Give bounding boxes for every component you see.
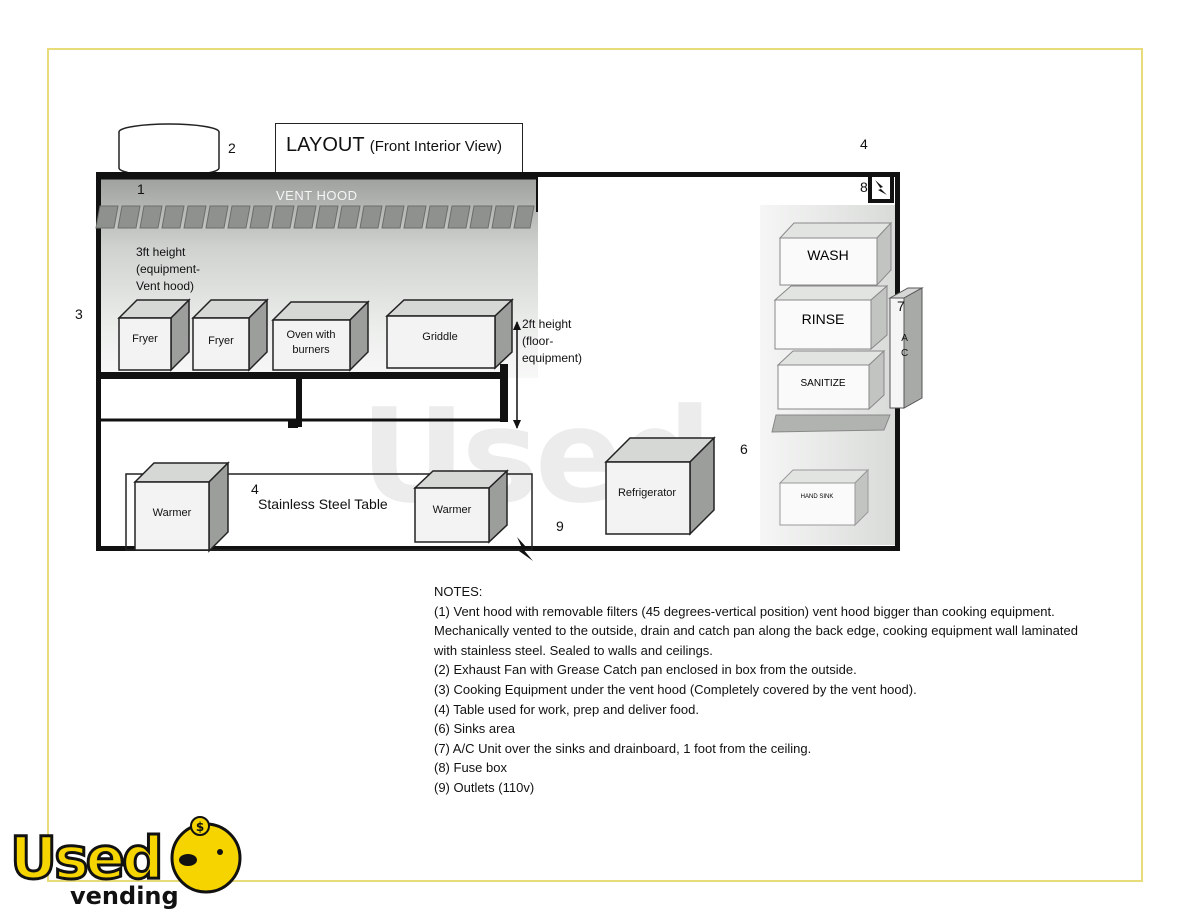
vent-hood-filters bbox=[95, 205, 535, 229]
label-number-4-top: 4 bbox=[860, 136, 868, 152]
logo-vending-text: vending bbox=[70, 882, 179, 910]
label-number-9: 9 bbox=[556, 518, 564, 534]
note-line: (6) Sinks area bbox=[434, 721, 515, 737]
note-line: (4) Table used for work, prep and delive… bbox=[434, 701, 699, 717]
label-number-7: 7 bbox=[897, 298, 905, 314]
warmer-2-label: Warmer bbox=[433, 504, 472, 516]
title-sub: (Front Interior View) bbox=[369, 138, 503, 155]
sanitize-sink: SANITIZE bbox=[776, 349, 886, 411]
warmer-1-label: Warmer bbox=[153, 507, 192, 519]
height-3ft-line-2: (equipment- bbox=[136, 262, 201, 276]
title-main: LAYOUT bbox=[286, 134, 365, 156]
note-line: (8) Fuse box bbox=[434, 760, 507, 776]
label-number-6: 6 bbox=[740, 441, 748, 457]
fryer-1: Fryer bbox=[117, 298, 191, 372]
height-2ft-label: 2ft height (floor- equipment) bbox=[522, 316, 582, 367]
warmer-2: Warmer bbox=[413, 469, 509, 544]
wash-sink: WASH bbox=[778, 221, 893, 287]
label-number-1: 1 bbox=[137, 181, 145, 197]
notes-heading: NOTES: bbox=[434, 584, 483, 599]
fryer-2-label: Fryer bbox=[208, 335, 234, 347]
label-number-4-table: 4 bbox=[251, 481, 259, 497]
note-line: (3) Cooking Equipment under the vent hoo… bbox=[434, 681, 917, 697]
stainless-table-label: Stainless Steel Table bbox=[258, 496, 388, 512]
ac-unit bbox=[888, 287, 924, 409]
griddle: Griddle bbox=[385, 298, 514, 370]
refrigerator-label: Refrigerator bbox=[618, 487, 676, 499]
vent-hood-label: VENT HOOD bbox=[276, 188, 358, 203]
exhaust-fan-cylinder bbox=[118, 123, 220, 177]
label-number-3: 3 bbox=[75, 306, 83, 322]
note-line: (9) Outlets (110v) bbox=[434, 779, 535, 795]
note-line: Mechanically vented to the outside, drai… bbox=[434, 623, 1078, 639]
ac-letter-c: C bbox=[901, 348, 909, 359]
ac-letter-a: A bbox=[901, 333, 908, 344]
label-number-8: 8 bbox=[860, 179, 868, 195]
hand-sink: HAND SINK bbox=[778, 468, 870, 527]
layout-title: LAYOUT (Front Interior View) bbox=[286, 134, 502, 157]
height-2ft-line-3: equipment) bbox=[522, 351, 583, 365]
refrigerator: Refrigerator bbox=[604, 436, 716, 536]
oven-with-burners: Oven with burners bbox=[271, 300, 370, 372]
height-3ft-line-1: 3ft height bbox=[136, 245, 186, 259]
griddle-label: Griddle bbox=[422, 331, 457, 343]
note-line: (2) Exhaust Fan with Grease Catch pan en… bbox=[434, 662, 857, 678]
rinse-label: RINSE bbox=[802, 311, 845, 327]
page-frame bbox=[47, 48, 1143, 882]
height-2ft-line-2: (floor- bbox=[522, 334, 554, 348]
used-vending-logo: $ Used vending bbox=[9, 816, 242, 910]
oven-label-line-2: burners bbox=[292, 344, 330, 356]
warmer-1: Warmer bbox=[133, 461, 230, 553]
sanitize-label: SANITIZE bbox=[800, 378, 845, 389]
logo-used-text: Used bbox=[10, 824, 160, 892]
outlet-bolt-icon bbox=[517, 537, 533, 561]
stainless-table-outline bbox=[125, 473, 533, 551]
height-3ft-line-3: Vent hood) bbox=[136, 279, 195, 293]
rinse-sink: RINSE bbox=[773, 284, 889, 351]
fryer-1-label: Fryer bbox=[132, 333, 158, 345]
height-3ft-label: 3ft height (equipment- Vent hood) bbox=[136, 244, 200, 295]
ac-label: A C bbox=[901, 331, 908, 361]
note-line: (7) A/C Unit over the sinks and drainboa… bbox=[434, 740, 812, 756]
oven-label-line-1: Oven with bbox=[287, 329, 336, 341]
label-number-2: 2 bbox=[228, 140, 236, 156]
drainboard bbox=[771, 414, 891, 433]
fryer-2: Fryer bbox=[191, 298, 269, 372]
notes-section: NOTES: (1) Vent hood with removable filt… bbox=[434, 582, 1134, 798]
height-2ft-line-1: 2ft height bbox=[522, 317, 572, 331]
fuse-box bbox=[868, 173, 894, 203]
note-line: with stainless steel. Sealed to walls an… bbox=[434, 642, 713, 658]
fuse-bolt-icon bbox=[875, 180, 887, 195]
hand-sink-label: HAND SINK bbox=[801, 494, 834, 500]
wash-label: WASH bbox=[807, 247, 848, 263]
note-line: (1) Vent hood with removable filters (45… bbox=[434, 603, 1055, 619]
svg-text:$: $ bbox=[196, 820, 204, 834]
